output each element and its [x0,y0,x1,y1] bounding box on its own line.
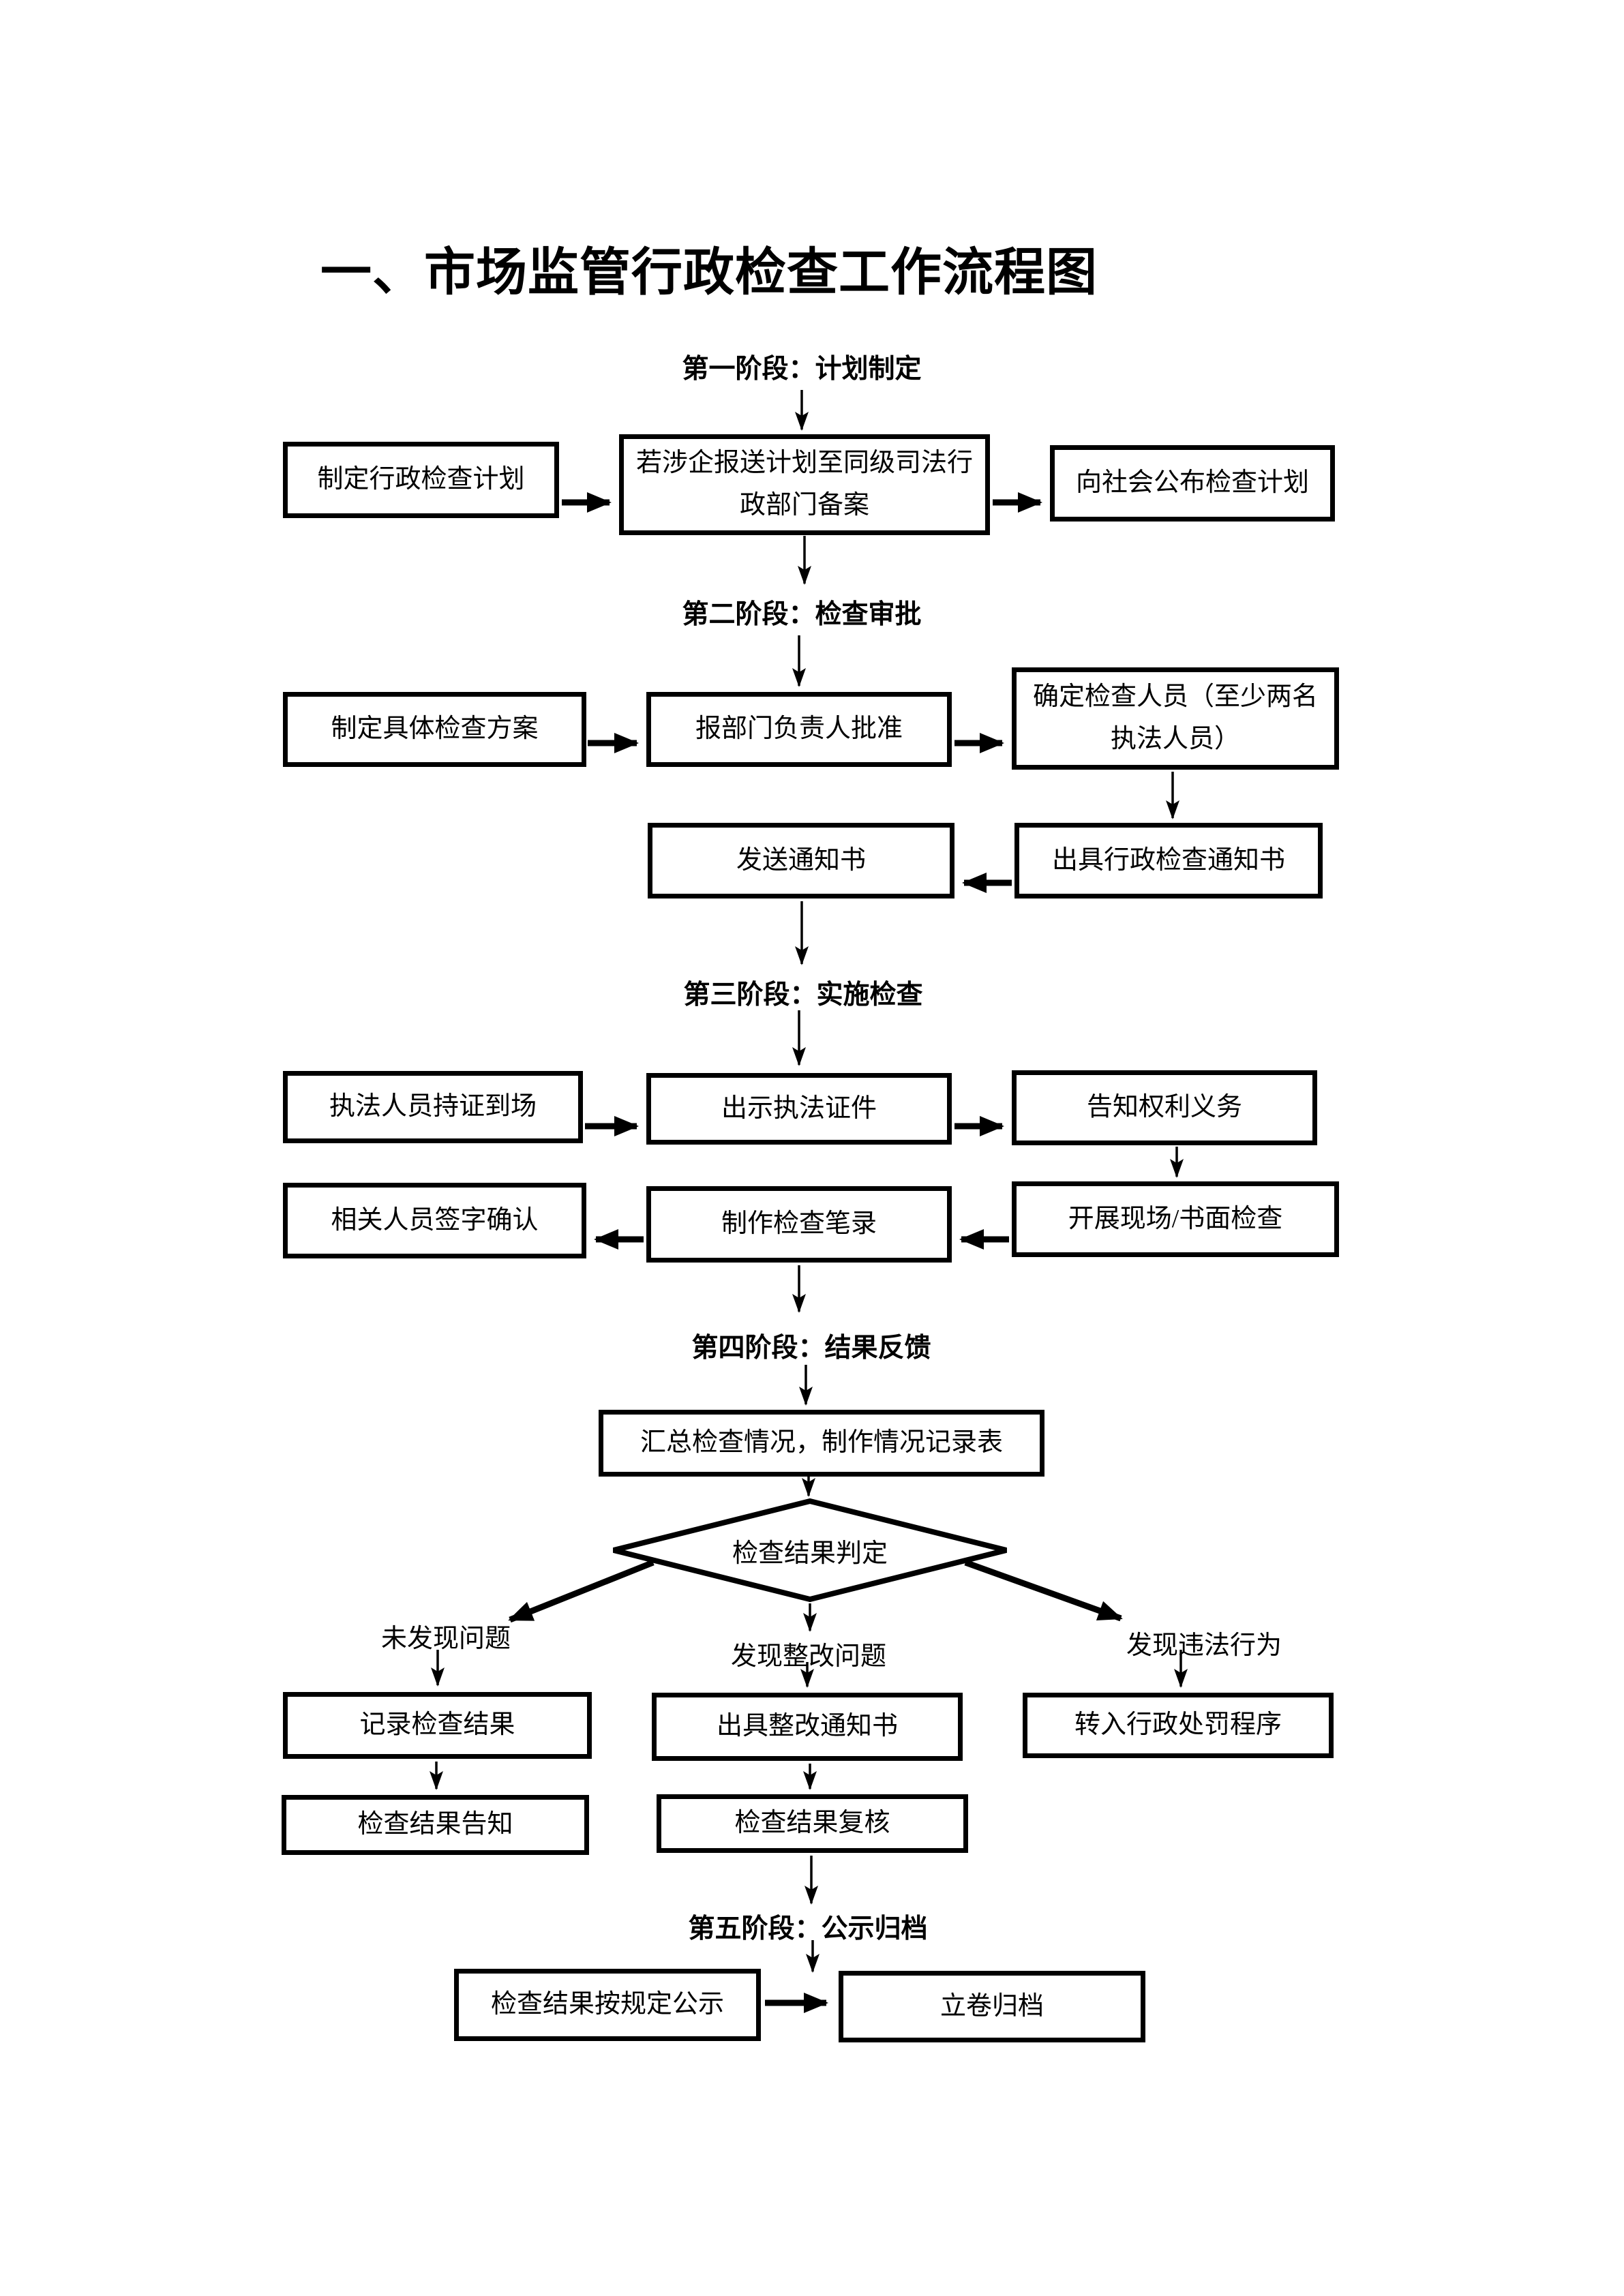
decision-diamond-label: 检查结果判定 [732,1539,888,1568]
stage-3-label: 第三阶段：实施检查 [683,980,923,1010]
page-title: 一、市场监管行政检查工作流程图 [320,245,1098,301]
node-sign-confirm: 相关人员签字确认 [283,1183,586,1258]
branch-label-no-problem: 未发现问题 [380,1625,511,1653]
node-issue-rectify: 出具整改通知书 [652,1693,963,1761]
branch-label-rectify-problem: 发现整改问题 [730,1642,886,1671]
node-archive: 立卷归档 [839,1971,1145,2042]
node-publish-result: 检查结果按规定公示 [454,1969,761,2041]
stage-1-label: 第一阶段：计划制定 [682,354,922,384]
stage-5-label: 第五阶段：公示归档 [688,1914,928,1944]
arrow-diamond-to-right-branch [964,1559,1123,1622]
decision-diamond-shape [613,1498,1007,1603]
branch-label-illegal-found: 发现违法行为 [1126,1631,1282,1660]
node-inform-rights: 告知权利义务 [1012,1070,1317,1145]
node-conduct-check: 开展现场/书面检查 [1012,1181,1339,1257]
node-show-cert: 出示执法证件 [646,1073,952,1145]
node-send-notice: 发送通知书 [648,823,954,898]
node-report-plan: 若涉企报送计划至同级司法行 政部门备案 [619,434,990,535]
node-assign-staff: 确定检查人员（至少两名 执法人员） [1012,667,1339,770]
arrow-diamond-to-left-branch [508,1559,655,1623]
node-arrive-with-cert: 执法人员持证到场 [283,1071,583,1143]
stage-2-label: 第二阶段：检查审批 [682,600,922,629]
node-to-punishment: 转入行政处罚程序 [1023,1693,1334,1758]
stage-4-label: 第四阶段：结果反馈 [691,1333,931,1363]
node-make-plan: 制定行政检查计划 [283,442,559,518]
node-issue-notice: 出具行政检查通知书 [1014,823,1323,898]
node-make-record: 制作检查笔录 [646,1186,952,1263]
node-leader-approve: 报部门负责人批准 [646,692,952,767]
node-record-result: 记录检查结果 [283,1692,592,1759]
node-summary: 汇总检查情况，制作情况记录表 [599,1410,1044,1477]
node-inform-result: 检查结果告知 [282,1795,589,1855]
node-publish-plan: 向社会公布检查计划 [1050,445,1335,522]
node-make-scheme: 制定具体检查方案 [283,692,586,767]
node-review-result: 检查结果复核 [657,1794,968,1853]
